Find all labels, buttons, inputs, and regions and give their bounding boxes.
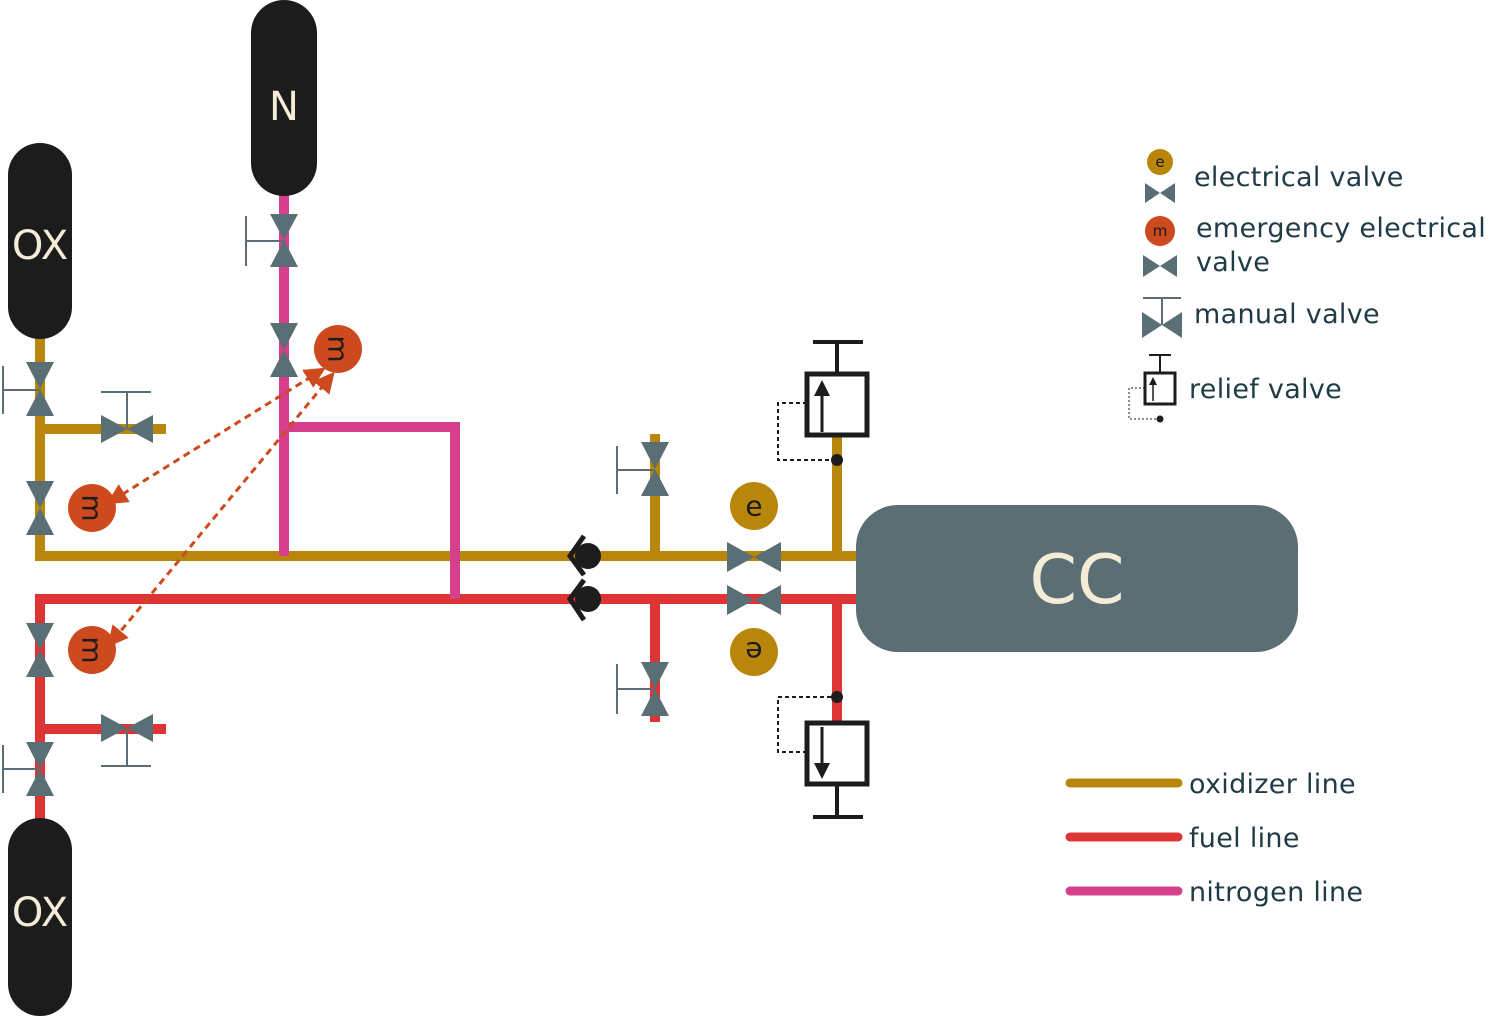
emergency-badge-ox: m (68, 484, 116, 532)
fuel-vent-handle-icon (101, 729, 151, 767)
combustion-chamber-label: CC (1030, 541, 1125, 620)
nitrogen-tank: N (251, 0, 317, 196)
ox-main-electrical-valve-icon (727, 542, 781, 572)
emergency-badge-fuel-label: m (76, 636, 109, 663)
fuel-emergency-valve-icon (26, 623, 54, 677)
ox-tank-top-label: OX (12, 223, 68, 269)
fuel-relief-valve-icon (777, 691, 870, 819)
emergency-badge-nitrogen-label: m (322, 335, 355, 362)
manual-handles (2, 216, 655, 793)
ox-drain-handle-icon (616, 446, 655, 494)
legend-manual-valve-label: manual valve (1194, 299, 1380, 330)
legend-fuel-line: fuel line (1065, 823, 1300, 854)
bowtie-valve-icon (1143, 255, 1177, 277)
legend-relief-valve: relief valve (1128, 354, 1342, 423)
legend-relief-valve-label: relief valve (1189, 374, 1342, 405)
manual-handle-icon (1143, 297, 1181, 325)
nitrogen-fuel-branch (284, 422, 460, 599)
combustion-chamber: CC (856, 505, 1298, 652)
oxidizer-lines (35, 330, 858, 561)
nitrogen-lines (279, 190, 460, 599)
fuel-check-valve-icon (566, 578, 601, 622)
nitrogen-tank-label: N (269, 84, 299, 130)
emergency-badge-nitrogen: m (314, 325, 362, 373)
legend-emergency-mark: m (1153, 222, 1168, 240)
bowtie-valve-icon (1145, 183, 1175, 203)
relief-valve-icon (1128, 354, 1177, 423)
emergency-links (106, 367, 335, 648)
ox-check-valve-icon (566, 534, 601, 577)
fuel-drain-handle-icon (616, 664, 655, 714)
ox-emergency-valve-icon (26, 481, 54, 535)
legend-emergency-label-line2: valve (1196, 247, 1270, 278)
electrical-badge-ox-label: e (745, 490, 762, 523)
legend-electrical-mark: e (1155, 153, 1164, 171)
legend-emergency-label-line1: emergency electrical (1196, 213, 1486, 244)
legend-nitrogen-line-label: nitrogen line (1189, 877, 1363, 908)
ox-relief-valve-icon (777, 340, 870, 466)
legend-oxidizer-line: oxidizer line (1065, 769, 1356, 800)
fuel-lines (35, 594, 858, 822)
legend: e electrical valve m emergency electrica… (1065, 149, 1486, 908)
emergency-badge-ox-label: m (76, 494, 109, 521)
ox-tank-bottom: OX (8, 818, 72, 1016)
fuel-main-electrical-valve-icon (727, 585, 781, 615)
fuel-manual-handle-icon (2, 745, 40, 793)
electrical-badge-ox: e (730, 482, 778, 530)
ox-manual-handle-icon (2, 366, 40, 414)
check-valves (566, 534, 601, 622)
electrical-badge-fuel-label: e (745, 636, 762, 669)
emergency-badge-fuel: m (68, 626, 116, 674)
legend-fuel-line-label: fuel line (1189, 823, 1300, 854)
nitrogen-emergency-valve-icon (270, 323, 298, 377)
legend-nitrogen-line: nitrogen line (1065, 877, 1363, 908)
arrow-icon (107, 371, 335, 648)
valves (26, 214, 781, 796)
legend-emergency-valve: m emergency electrical valve (1143, 213, 1486, 278)
legend-oxidizer-line-label: oxidizer line (1189, 769, 1356, 800)
nitrogen-manual-handle-icon (245, 216, 284, 266)
fuel-vent-valve-icon (101, 714, 153, 742)
bowtie-valve-icon (1142, 312, 1182, 338)
legend-manual-valve: manual valve (1142, 297, 1380, 338)
ox-tank-bottom-label: OX (12, 890, 68, 936)
legend-electrical-valve: e electrical valve (1145, 149, 1404, 203)
ox-tank-top: OX (8, 143, 72, 339)
oxidizer-main-line (35, 330, 858, 561)
fuel-main-line (35, 594, 858, 822)
electrical-badge-fuel: e (730, 628, 778, 676)
legend-electrical-valve-label: electrical valve (1194, 162, 1404, 193)
